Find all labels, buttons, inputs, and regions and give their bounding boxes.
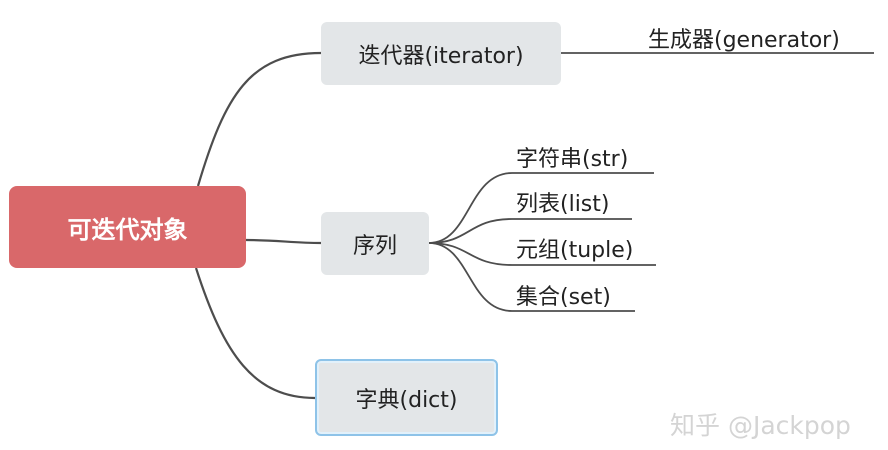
connector-root-iterator bbox=[196, 51, 322, 187]
str-leaf-label: 字符串(str) bbox=[516, 147, 629, 172]
connector-root-sequence bbox=[245, 238, 322, 245]
connector-sequence-str bbox=[428, 172, 654, 244]
generator-leaf[interactable]: 生成器(generator) bbox=[648, 22, 840, 54]
watermark: 知乎 @Jackpop bbox=[670, 406, 851, 442]
list-leaf-label: 列表(list) bbox=[516, 192, 610, 217]
sequence-node[interactable]: 序列 bbox=[321, 212, 429, 275]
connector-sequence-tuple bbox=[428, 242, 656, 266]
root-node[interactable]: 可迭代对象 bbox=[9, 186, 246, 268]
connector-sequence-set bbox=[428, 242, 635, 312]
sequence-node-label: 序列 bbox=[352, 233, 397, 259]
connector-root-dict bbox=[194, 267, 316, 400]
dict-node-label: 字典(dict) bbox=[355, 387, 458, 413]
dict-node-selected[interactable]: 字典(dict) bbox=[315, 359, 498, 436]
generator-leaf-label: 生成器(generator) bbox=[648, 28, 840, 53]
iterator-node-label: 迭代器(iterator) bbox=[358, 43, 524, 69]
root-node-label: 可迭代对象 bbox=[67, 215, 188, 244]
watermark-label: 知乎 @Jackpop bbox=[670, 411, 851, 440]
iterator-node[interactable]: 迭代器(iterator) bbox=[321, 22, 561, 85]
str-leaf[interactable]: 字符串(str) bbox=[516, 141, 628, 173]
list-leaf[interactable]: 列表(list) bbox=[516, 186, 609, 218]
set-leaf-label: 集合(set) bbox=[516, 285, 611, 310]
tuple-leaf[interactable]: 元组(tuple) bbox=[516, 232, 633, 264]
set-leaf[interactable]: 集合(set) bbox=[516, 279, 611, 311]
tuple-leaf-label: 元组(tuple) bbox=[516, 238, 634, 263]
connector-sequence-list bbox=[428, 218, 632, 244]
